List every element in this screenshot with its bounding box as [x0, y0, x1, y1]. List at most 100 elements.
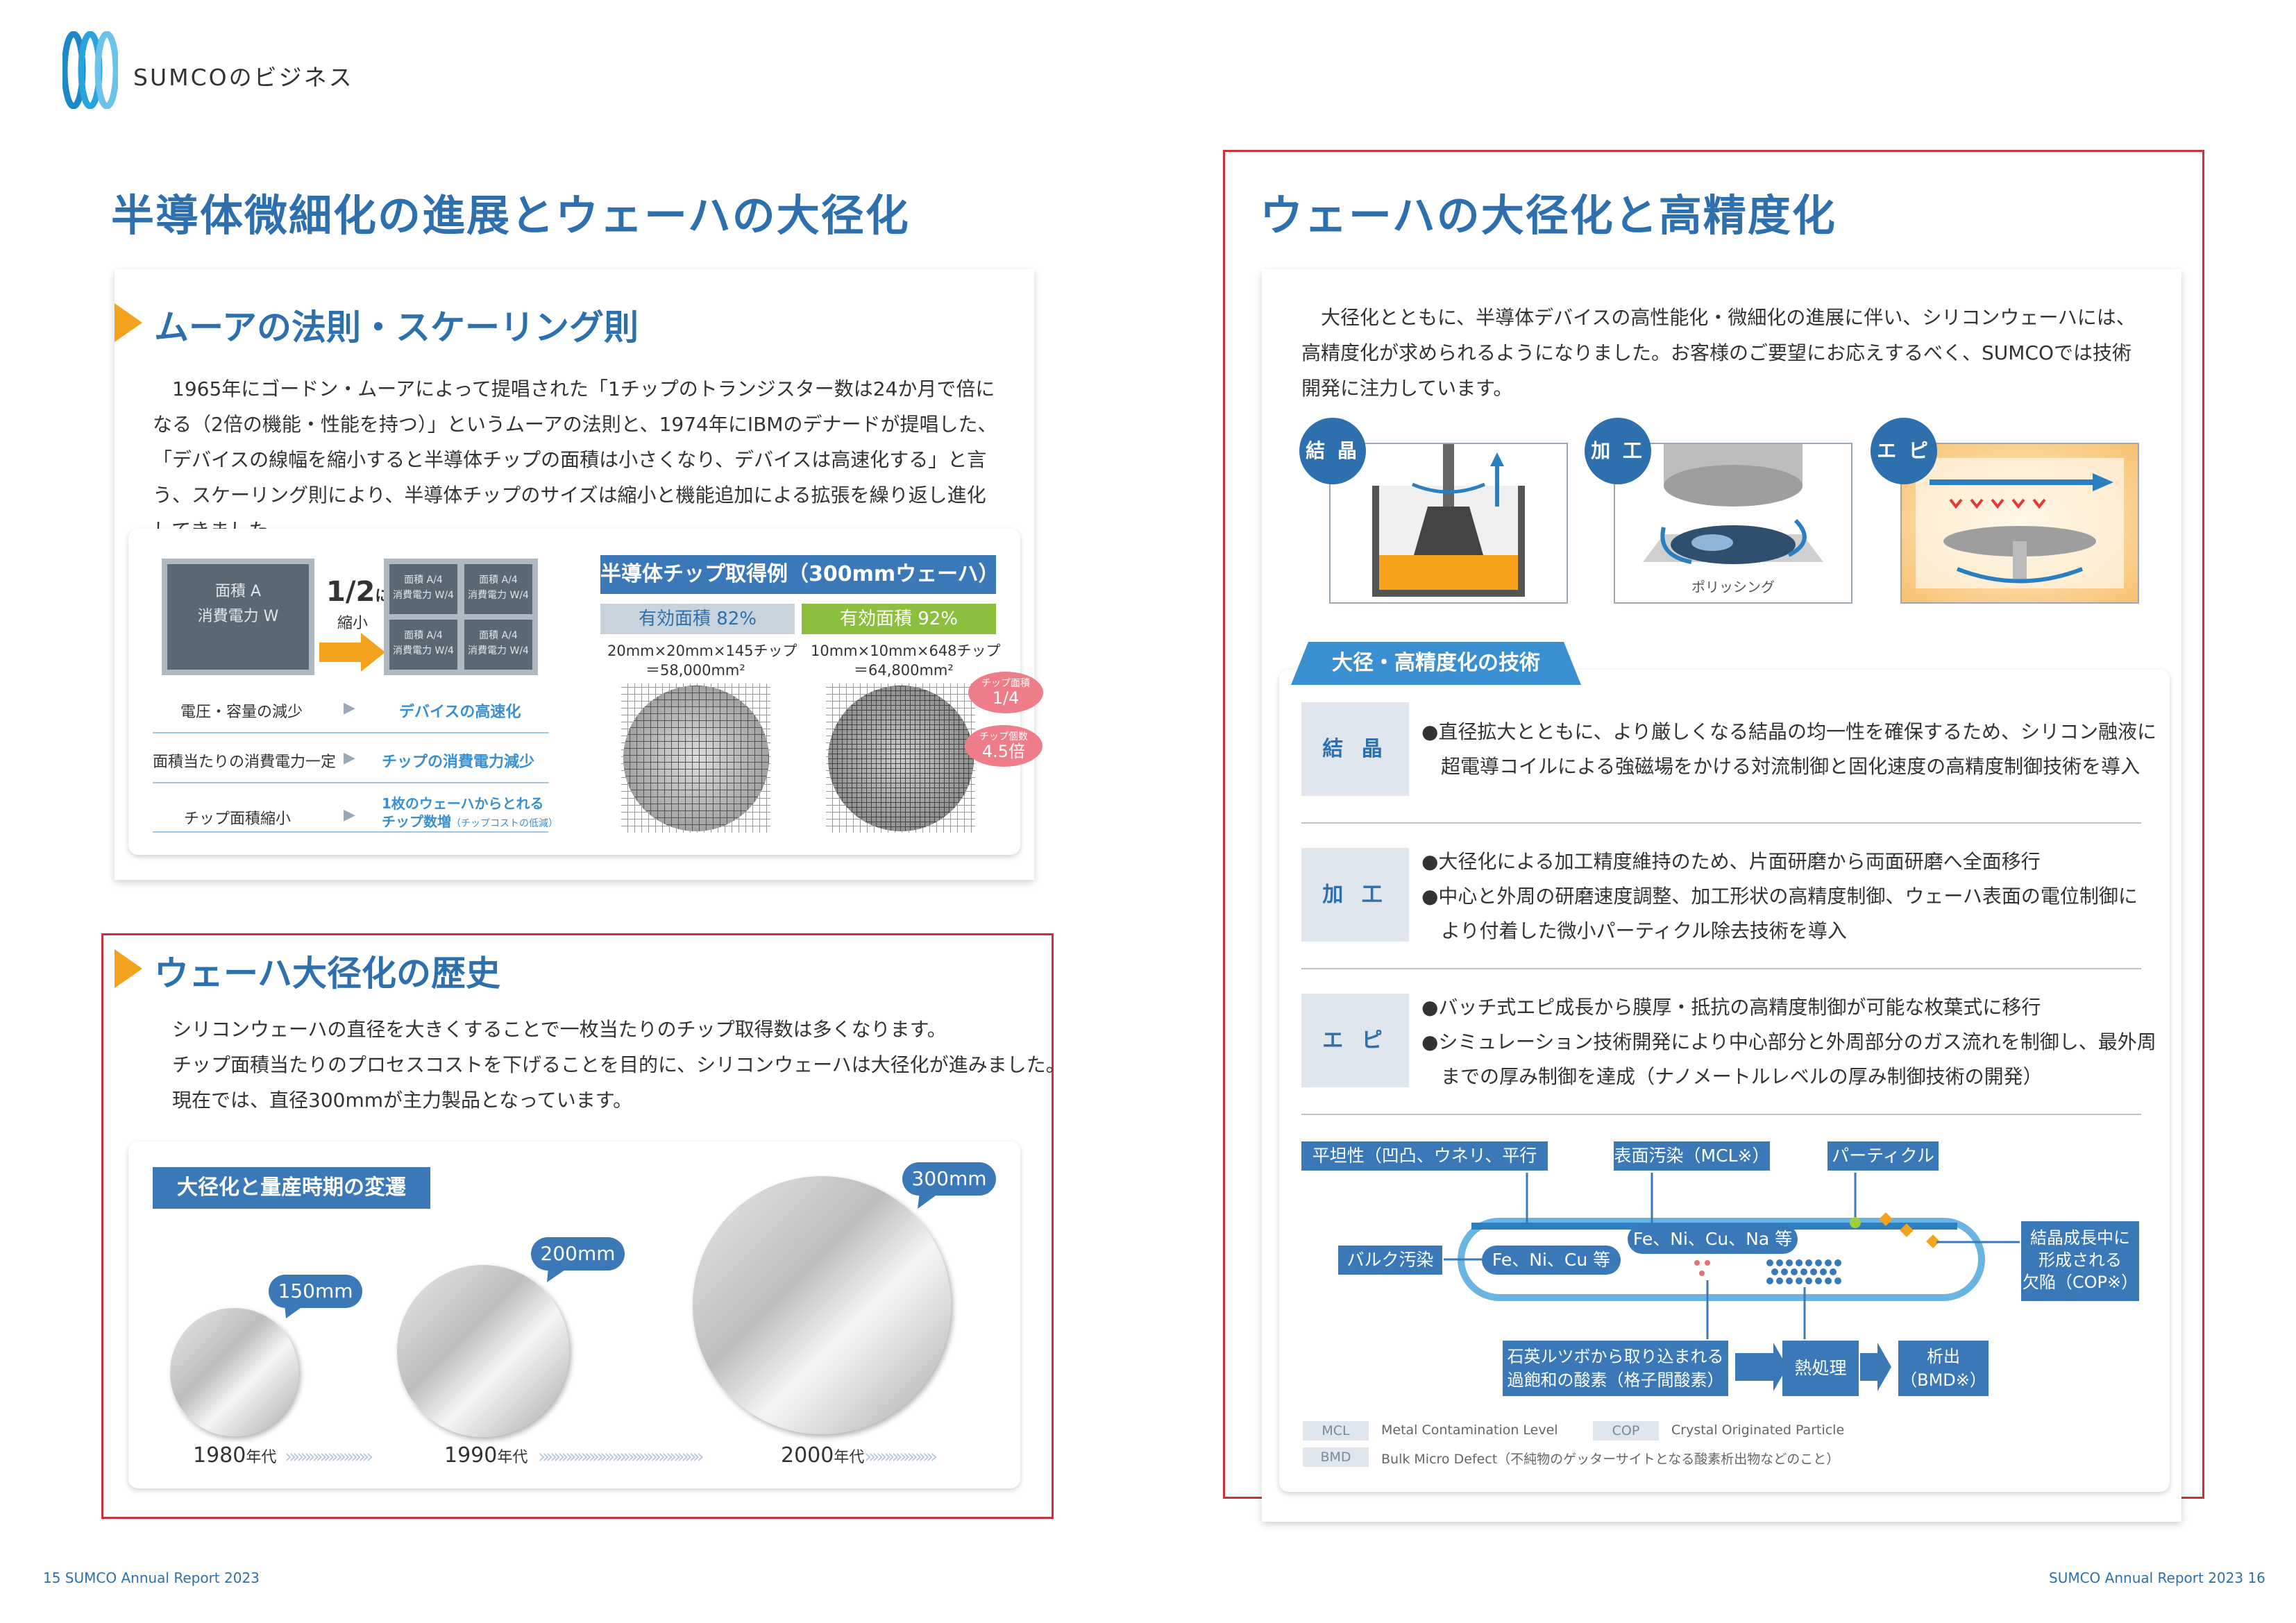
example-b-label: 有効面積 92%: [802, 604, 996, 634]
bubble-chip-area-value: 1/4: [992, 688, 1020, 708]
tech-row-machining-label: 加 工: [1301, 848, 1409, 942]
chip-small-power: 消費電力 W/4: [393, 645, 454, 656]
legend-mcl-abbr: MCL: [1303, 1421, 1369, 1441]
shrink-arrow: [319, 633, 385, 674]
label-cop-line: 形成される: [2038, 1250, 2122, 1270]
label-cop-line: 欠陥（COP※）: [2022, 1273, 2138, 1292]
footer-left: 15 SUMCO Annual Report 2023: [43, 1570, 260, 1586]
label-oxygen-line: 過飽和の酸素（格子間酸素）: [1507, 1370, 1724, 1390]
history-title: ウェーハ大径化の歴史: [154, 953, 500, 994]
chip-small: 面積 A/4 消費電力 W/4: [389, 620, 457, 670]
moore-row-left: 電圧・容量の減少: [180, 704, 303, 721]
legend-cop-abbr: COP: [1593, 1421, 1659, 1441]
tech-row-crystal-label: 結 晶: [1301, 702, 1409, 796]
label-bmd-line: 析出: [1927, 1347, 1960, 1366]
footer-right: SUMCO Annual Report 2023 16: [2049, 1570, 2265, 1586]
chip-small-area: 面積 A/4: [404, 630, 443, 641]
tech-line: 超電導コイルによる強磁場をかける対流制御と固化速度の高精度制御技術を導入: [1441, 755, 2141, 778]
divider: [1301, 822, 2141, 824]
chip-small-area: 面積 A/4: [479, 630, 518, 641]
triangle-right-icon: ▶: [344, 749, 355, 767]
size-label-200mm: 200mm: [531, 1237, 625, 1271]
example-b-spec1: 10mm×10mm×648チップ: [811, 643, 1001, 659]
era-suffix: 年代: [497, 1449, 528, 1466]
moore-row-left: チップ面積縮小: [184, 810, 292, 828]
chip-small-power: 消費電力 W/4: [468, 645, 529, 656]
right-intro: 大径化とともに、半導体デバイスの高性能化・微細化の進展に伴い、シリコンウェーハに…: [1301, 306, 2136, 400]
label-surface-contamination: 表面汚染（MCL※）: [1614, 1141, 1770, 1171]
moore-row-right-2: チップ数増（チップコストの低減）: [382, 810, 558, 831]
chevron-arrows-2: »»»»»»»»»»»»»»»»»»»»»: [538, 1445, 704, 1468]
shrink-label: 縮小: [337, 615, 369, 632]
moore-row-right-note: （チップコストの低減）: [451, 818, 558, 829]
legend-bmd-desc: Bulk Micro Defect（不純物のゲッターサイトとなる酸素析出物などの…: [1381, 1452, 1840, 1467]
example-a-spec1: 20mm×20mm×145チップ: [607, 643, 797, 659]
legend-bmd-abbr: BMD: [1303, 1447, 1369, 1467]
chip-small-power: 消費電力 W/4: [393, 590, 454, 601]
process-crystal-tag: 結 晶: [1299, 418, 1366, 484]
divider: [153, 732, 548, 733]
triangle-right-icon: ▶: [344, 699, 355, 717]
process-machining-image: ポリッシング: [1614, 443, 1852, 604]
example-title: 半導体チップ取得例（300mmウェーハ）: [600, 555, 999, 594]
wafer-b: [828, 686, 974, 831]
history-body-2: チップ面積当たりのプロセスコストを下げることを目的に、シリコンウェーハは大径化が…: [172, 1053, 1065, 1076]
example-a-spec2: ＝58,000mm²: [645, 662, 745, 679]
tech-title: 大径・高精度化の技術: [1291, 642, 1581, 685]
tech-row-epi-text: ●バッチ式エピ成長から膜厚・抵抗の高精度制御が可能な枚葉式に移行 ●シミュレーシ…: [1421, 990, 2156, 1094]
moore-row-left: 面積当たりの消費電力一定: [153, 754, 337, 771]
bubble-chip-area: チップ面積 1/4: [968, 672, 1043, 713]
moore-row-right-main: チップ数増: [382, 813, 451, 830]
label-cop-line: 結晶成長中に: [2030, 1228, 2130, 1248]
right-main-title: ウェーハの大径化と高精度化: [1260, 190, 1837, 241]
label-cop: 結晶成長中に 形成される 欠陥（COP※）: [2021, 1221, 2139, 1301]
era-year: 1980: [193, 1443, 246, 1468]
era-year: 1990: [444, 1443, 498, 1468]
chip-large-power: 消費電力 W: [197, 608, 279, 625]
label-bmd-line: （BMD※）: [1900, 1370, 1986, 1390]
size-label-150mm: 150mm: [269, 1275, 362, 1308]
label-oxygen-line: 石英ルツボから取り込まれる: [1507, 1347, 1724, 1366]
tech-row-crystal-text: ●直径拡大とともに、より厳しくなる結晶の均一性を確保するため、シリコン融液に 超…: [1421, 715, 2156, 784]
history-body-1: シリコンウェーハの直径を大きくすることで一枚当たりのチップ取得数は多くなります。: [172, 1018, 947, 1041]
moore-title: ムーアの法則・スケーリング則: [154, 307, 639, 348]
chip-small: 面積 A/4 消費電力 W/4: [464, 620, 532, 670]
shrink-fraction: 1/2: [326, 576, 375, 608]
tech-line: ●大径化による加工精度維持のため、片面研磨から両面研磨へ全面移行: [1421, 850, 2041, 873]
chip-large: 面積 A 消費電力 W: [162, 559, 314, 675]
tech-line: より付着した微小パーティクル除去技術を導入: [1441, 919, 1847, 942]
era-1990: 1990年代: [444, 1443, 527, 1468]
process-epi-image: [1900, 443, 2139, 604]
tech-line: までの厚み制御を達成（ナノメートルレベルの厚み制御技術の開発）: [1441, 1065, 2043, 1088]
label-surface-metals: Fe、Ni、Cu、Na 等: [1628, 1225, 1798, 1254]
legend-cop-desc: Crystal Originated Particle: [1671, 1422, 1845, 1438]
example-b-spec2: ＝64,800mm²: [854, 662, 954, 679]
left-main-title: 半導体微細化の進展とウェーハの大径化: [111, 190, 910, 241]
wafer-200mm: [397, 1265, 569, 1437]
tech-line: ●中心と外周の研磨速度調整、加工形状の高精度制御、ウェーハ表面の電位制御に: [1421, 885, 2138, 908]
tech-row-epi-label: エ ピ: [1301, 994, 1409, 1087]
tech-title-text: 大径・高精度化の技術: [1332, 651, 1540, 675]
chevron-arrows-3: »»»»»»»»»: [864, 1445, 938, 1468]
legend-mcl-desc: Metal Contamination Level: [1381, 1422, 1558, 1438]
size-label-300mm: 300mm: [902, 1162, 996, 1196]
divider: [153, 782, 548, 783]
divider: [153, 831, 548, 833]
era-2000: 2000年代: [781, 1443, 864, 1468]
bubble-chip-area-title: チップ面積: [981, 678, 1030, 689]
history-title-marker: [115, 949, 142, 988]
divider: [1301, 968, 2141, 969]
era-1980: 1980年代: [193, 1443, 276, 1468]
history-body-3: 現在では、直径300mmが主力製品となっています。: [172, 1089, 632, 1112]
bubble-chip-count-value: 4.5倍: [981, 742, 1026, 761]
wafer-150mm: [170, 1308, 298, 1436]
tech-line: ●シミュレーション技術開発により中心部分と外周部分のガス流れを制御し、最外周: [1421, 1030, 2156, 1053]
moore-title-marker: [115, 303, 142, 342]
label-flatness: 平坦性（凹凸、ウネリ、平行度）: [1301, 1141, 1548, 1195]
moore-row-right: チップの消費電力減少: [382, 754, 535, 771]
bubble-chip-count-title: チップ個数: [979, 731, 1028, 742]
